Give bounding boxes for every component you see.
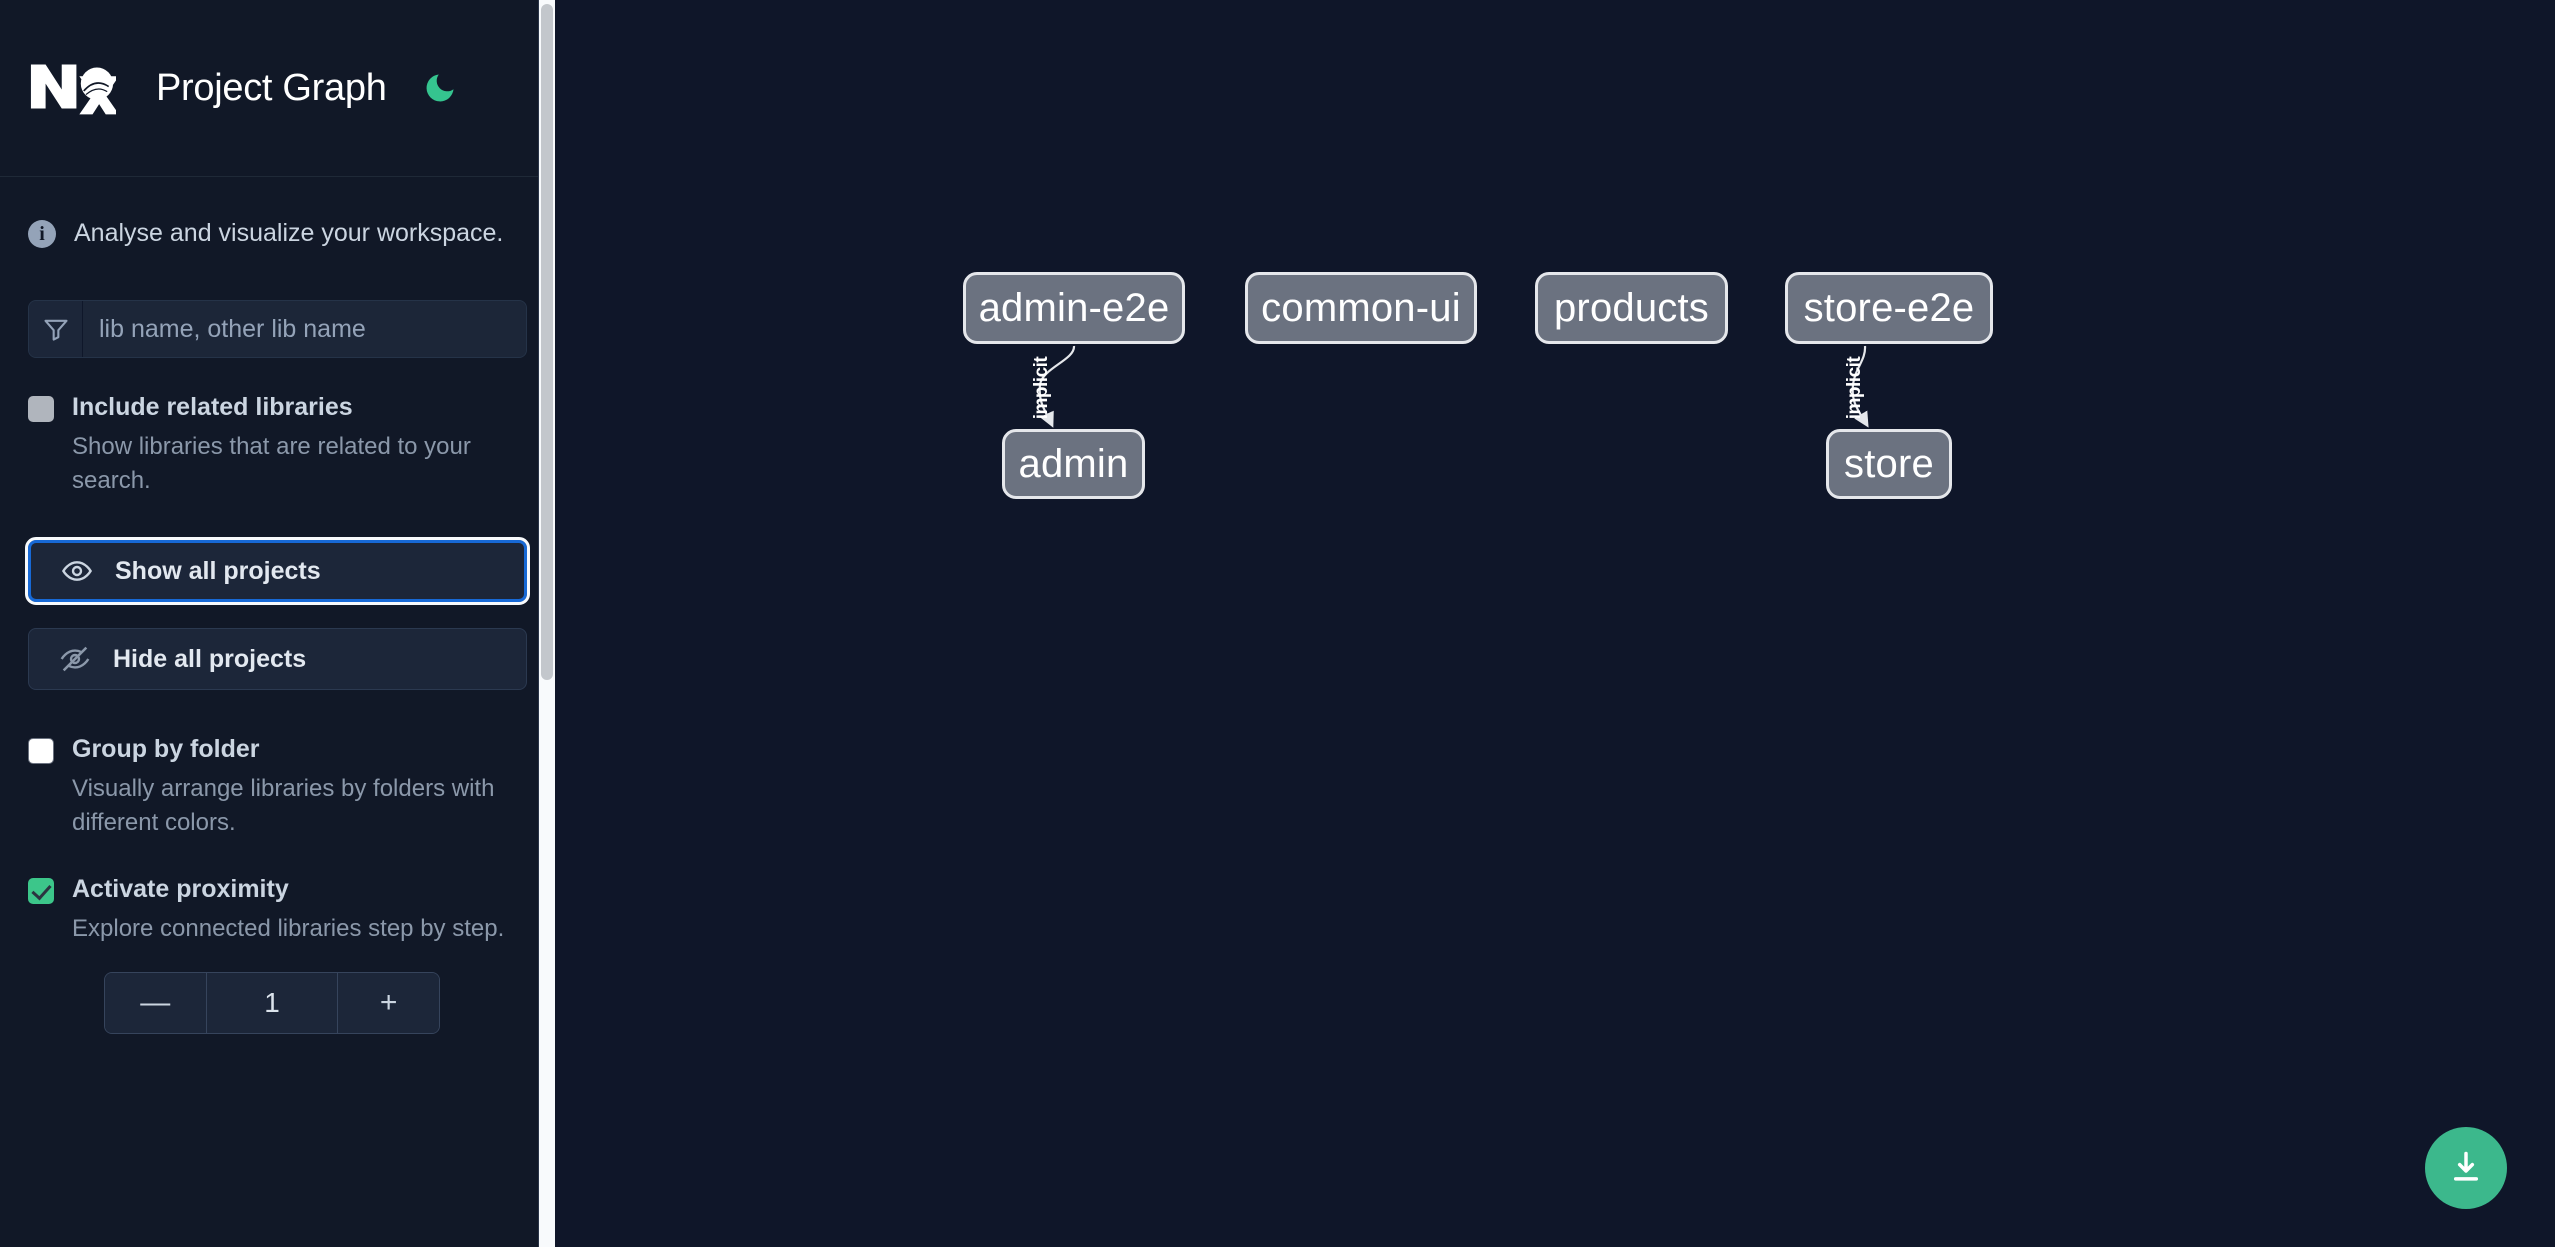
hide-all-projects-label: Hide all projects	[113, 644, 307, 673]
activate-proximity-checkbox[interactable]	[28, 878, 54, 905]
proximity-value: 1	[205, 973, 339, 1034]
graph-canvas[interactable]: implicit implicit admin-e2e common-ui pr…	[555, 0, 2555, 1247]
graph-node-store-e2e[interactable]: store-e2e	[1785, 272, 1993, 344]
include-related-libraries-description: Show libraries that are related to your …	[72, 433, 471, 495]
eye-icon	[61, 555, 93, 587]
search-input[interactable]	[83, 301, 526, 357]
filter-box	[28, 300, 527, 358]
graph-node-store[interactable]: store	[1826, 429, 1952, 499]
proximity-stepper-wrap: — 1 +	[0, 946, 555, 1035]
activate-proximity-description: Explore connected libraries step by step…	[72, 915, 505, 943]
proximity-decrement-button[interactable]: —	[105, 973, 206, 1034]
option-activate-proximity: Activate proximity Explore connected lib…	[0, 840, 555, 946]
show-all-projects-label: Show all projects	[115, 556, 321, 585]
moon-icon[interactable]	[419, 67, 461, 109]
graph-node-common-ui[interactable]: common-ui	[1245, 272, 1477, 344]
show-all-projects-button[interactable]: Show all projects	[25, 537, 530, 606]
project-visibility-buttons: Show all projects Hide all projects	[0, 498, 555, 691]
info-icon: i	[28, 219, 56, 248]
graph-node-products[interactable]: products	[1535, 272, 1728, 344]
include-related-libraries-label: Include related libraries	[72, 393, 353, 421]
sidebar-header: Project Graph	[0, 0, 555, 177]
sidebar-scrollbar-thumb[interactable]	[541, 4, 553, 680]
filter-funnel-icon	[29, 301, 83, 357]
hide-all-projects-button[interactable]: Hide all projects	[28, 628, 527, 691]
filter-section	[0, 248, 555, 358]
group-by-folder-description: Visually arrange libraries by folders wi…	[72, 775, 495, 837]
group-by-folder-checkbox[interactable]	[28, 738, 54, 765]
download-image-button[interactable]	[2425, 1127, 2507, 1209]
sidebar-scrollbar-track[interactable]	[539, 0, 555, 1247]
proximity-increment-button[interactable]: +	[338, 973, 439, 1034]
option-group-by-folder: Group by folder Visually arrange librari…	[0, 690, 555, 840]
graph-edges	[1038, 345, 1869, 428]
edge-label-implicit-store: implicit	[1844, 356, 1865, 420]
download-icon	[2447, 1148, 2485, 1189]
edge-label-implicit-admin: implicit	[1031, 356, 1052, 420]
graph-node-admin-e2e[interactable]: admin-e2e	[963, 272, 1185, 344]
include-related-libraries-checkbox[interactable]	[28, 396, 54, 422]
activate-proximity-label: Activate proximity	[72, 875, 289, 904]
group-by-folder-label: Group by folder	[72, 735, 260, 764]
graph-node-admin[interactable]: admin	[1002, 429, 1145, 499]
sidebar-divider	[538, 0, 539, 1247]
page-title: Project Graph	[156, 66, 387, 109]
tagline-text: Analyse and visualize your workspace.	[74, 219, 504, 247]
tagline-row: i Analyse and visualize your workspace.	[0, 177, 555, 248]
nx-logo-icon	[28, 57, 119, 119]
proximity-stepper: — 1 +	[104, 972, 440, 1035]
eye-off-icon	[59, 643, 91, 675]
sidebar: Project Graph i Analyse and visualize yo…	[0, 0, 555, 1247]
option-include-related-libraries: Include related libraries Show libraries…	[0, 358, 555, 498]
